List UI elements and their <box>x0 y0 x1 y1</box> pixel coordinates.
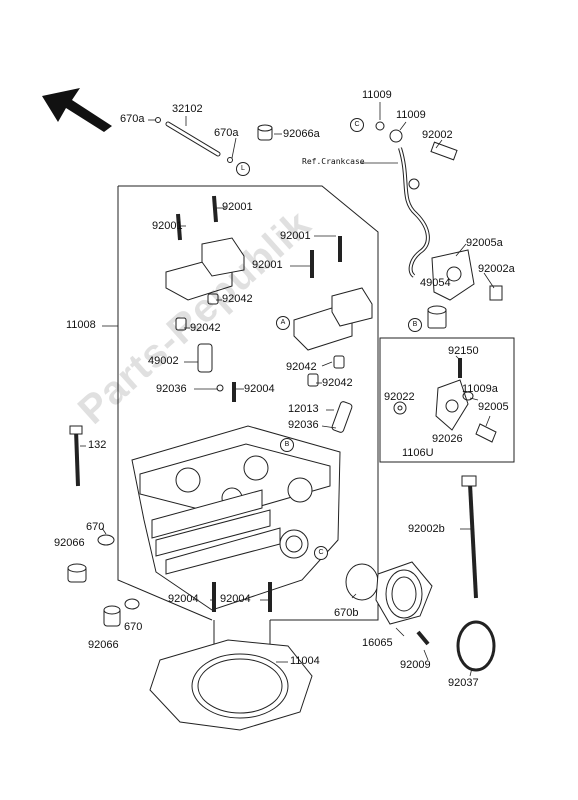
direction-arrow-icon <box>42 88 112 132</box>
clamp-92037 <box>456 620 496 672</box>
tappet-12013 <box>331 401 353 433</box>
part-92001-3: 92001 <box>280 230 311 242</box>
part-92042-2: 92042 <box>190 322 221 334</box>
part-132: 132 <box>88 439 107 451</box>
part-49054: 49054 <box>420 277 451 289</box>
part-92001-2: 92001 <box>152 220 183 232</box>
cylinder-head <box>131 425 341 611</box>
inset-parts <box>393 358 497 443</box>
part-92150: 92150 <box>448 345 479 357</box>
assembly-frame <box>117 185 379 621</box>
leader-lines <box>80 102 495 677</box>
part-11009a: 11009a <box>462 383 498 395</box>
part-92002a: 92002a <box>478 263 515 275</box>
camshaft-caps-left <box>165 195 245 331</box>
part-92002b: 92002b <box>408 523 445 535</box>
callout-b-head: B <box>280 438 294 452</box>
part-11009-1: 11009 <box>362 89 392 101</box>
inset-frame <box>379 337 515 463</box>
part-1106u: 1106U <box>402 447 434 459</box>
part-670a-2: 670a <box>214 127 239 139</box>
callout-l: L <box>236 162 250 176</box>
part-92005a: 92005a <box>466 237 503 249</box>
callout-c-head: C <box>314 546 328 560</box>
oring-670b <box>345 563 379 601</box>
part-92022: 92022 <box>384 391 415 403</box>
part-92026: 92026 <box>432 433 463 445</box>
part-92066-2: 92066 <box>88 639 119 651</box>
valve-guide-49002 <box>197 343 213 373</box>
part-670-2: 670 <box>124 621 143 633</box>
part-12013: 12013 <box>288 403 319 415</box>
part-670a-1: 670a <box>120 113 145 125</box>
callout-b-right: B <box>408 318 422 332</box>
bolt-132 <box>74 429 80 487</box>
part-11008: 11008 <box>66 319 96 331</box>
part-92001-1: 92001 <box>222 201 253 213</box>
bolt-92002b <box>468 483 478 599</box>
oring-670-lower <box>124 598 140 610</box>
part-11004: 11004 <box>290 655 320 667</box>
part-92066a: 92066a <box>283 128 320 140</box>
part-92004-3: 92004 <box>220 593 251 605</box>
part-92036-2: 92036 <box>288 419 319 431</box>
oring-670-upper <box>97 534 115 546</box>
part-92009: 92009 <box>400 659 431 671</box>
callout-c-top: C <box>350 118 364 132</box>
part-92037: 92037 <box>448 677 479 689</box>
part-92042-3: 92042 <box>286 361 317 373</box>
part-92001-4: 92001 <box>252 259 283 271</box>
part-92004-1: 92004 <box>244 383 275 395</box>
small-oring-670a <box>155 117 161 123</box>
callout-a: A <box>276 316 290 330</box>
part-49002: 49002 <box>148 355 179 367</box>
part-92042-4: 92042 <box>322 377 353 389</box>
part-670-1: 670 <box>86 521 105 533</box>
part-16065: 16065 <box>362 637 393 649</box>
part-92002: 92002 <box>422 129 453 141</box>
part-92042-1: 92042 <box>222 293 253 305</box>
part-92036-1: 92036 <box>156 383 187 395</box>
ref-crankcase-label: Ref.Crankcase <box>302 157 365 166</box>
part-670b: 670b <box>334 607 359 619</box>
part-92004-2: 92004 <box>168 593 199 605</box>
part-11009-2: 11009 <box>396 109 426 121</box>
part-92005: 92005 <box>478 401 509 413</box>
part-92066-1: 92066 <box>54 537 85 549</box>
part-32102: 32102 <box>172 103 203 115</box>
head-gasket-11004 <box>149 639 313 731</box>
camshaft-caps-right <box>293 236 373 387</box>
